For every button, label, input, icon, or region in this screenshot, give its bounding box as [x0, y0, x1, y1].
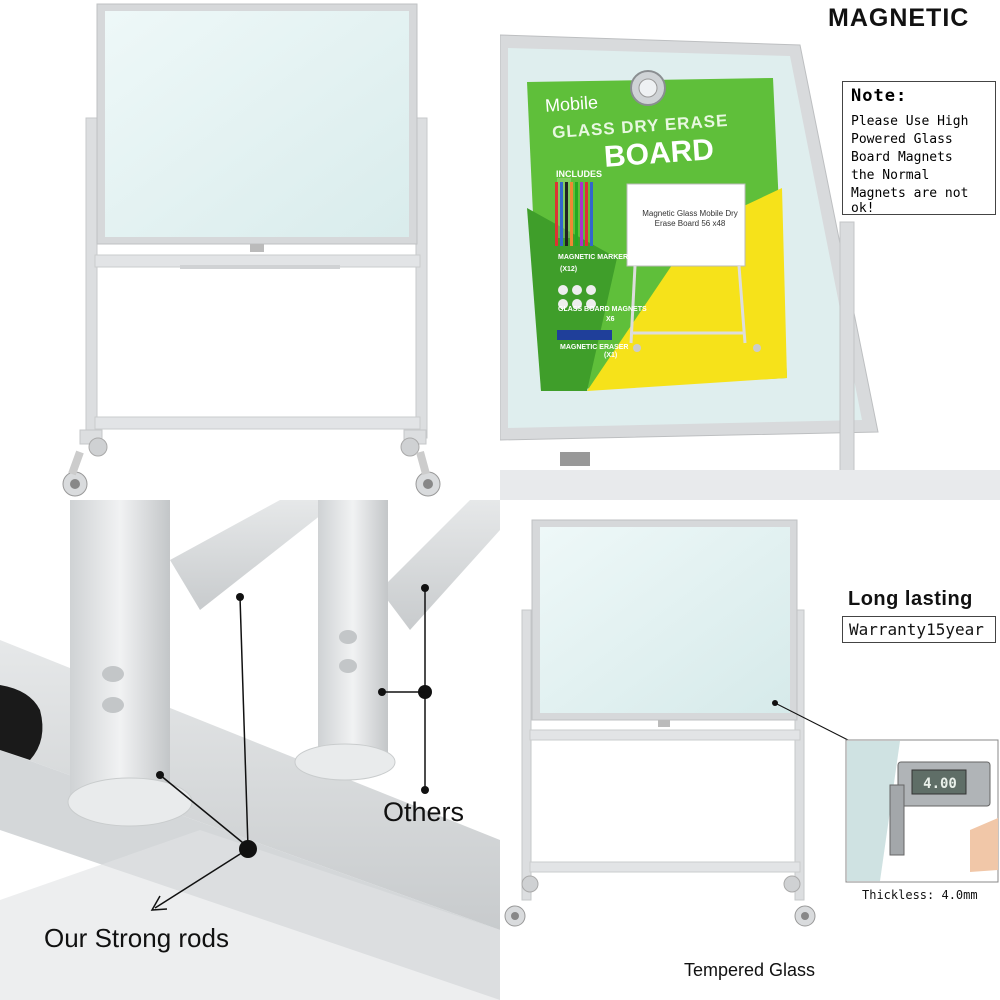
tempered-glass-board-illustration [504, 519, 999, 927]
magnetic-heading: MAGNETIC [828, 4, 970, 32]
poster-marker-text: MAGNETIC MARKER [558, 254, 628, 261]
poster-marker-qty: (X12) [560, 266, 578, 273]
long-lasting-label: Long lasting [848, 588, 973, 610]
eraser [557, 330, 612, 340]
note-line: Please Use High [851, 114, 969, 129]
poster-mobile-text: Mobile [544, 92, 599, 116]
rods-closeup-illustration [0, 500, 500, 1000]
magnet-icon [630, 70, 666, 106]
note-line: Magnets are not ok! [851, 186, 969, 216]
note-line: Powered Glass [851, 132, 953, 147]
thickness-label: Thickless: 4.0mm [862, 888, 978, 902]
poster-eraser-text: MAGNETIC ERASER [560, 344, 629, 351]
note-line: the Normal [851, 168, 930, 183]
warranty-box: Warranty15year [842, 616, 996, 643]
panel-tempered-glass: 4.00 [500, 500, 1000, 1000]
poster-magnets-qty: X6 [606, 316, 615, 323]
note-box: Note: Please Use High Powered Glass Boar… [842, 81, 996, 216]
panel-mobile-whiteboard [0, 0, 500, 500]
poster-includes-text: INCLUDES [556, 169, 603, 179]
panel-board-with-poster [500, 0, 1000, 500]
product-poster [527, 78, 787, 391]
poster-magnets-text: GLASS BOARD MAGNETS [558, 306, 647, 313]
note-title: Note: [851, 86, 908, 106]
warranty-text: Warranty15year [849, 620, 984, 639]
poster-caption: Magnetic Glass Mobile Dry Erase Board 56… [642, 209, 738, 228]
others-label: Others [383, 797, 465, 827]
marker-set [555, 182, 593, 246]
whiteboard-stand-illustration [62, 3, 441, 497]
panel-rods-comparison [0, 500, 500, 1000]
strong-rods-label: Our Strong rods [44, 923, 229, 953]
note-line: Board Magnets [851, 150, 953, 165]
magnets-set [558, 285, 596, 309]
tempered-glass-label: Tempered Glass [684, 960, 816, 980]
caliper-reading: 4.00 [923, 776, 957, 792]
poster-eraser-qty: (X1) [604, 352, 618, 359]
